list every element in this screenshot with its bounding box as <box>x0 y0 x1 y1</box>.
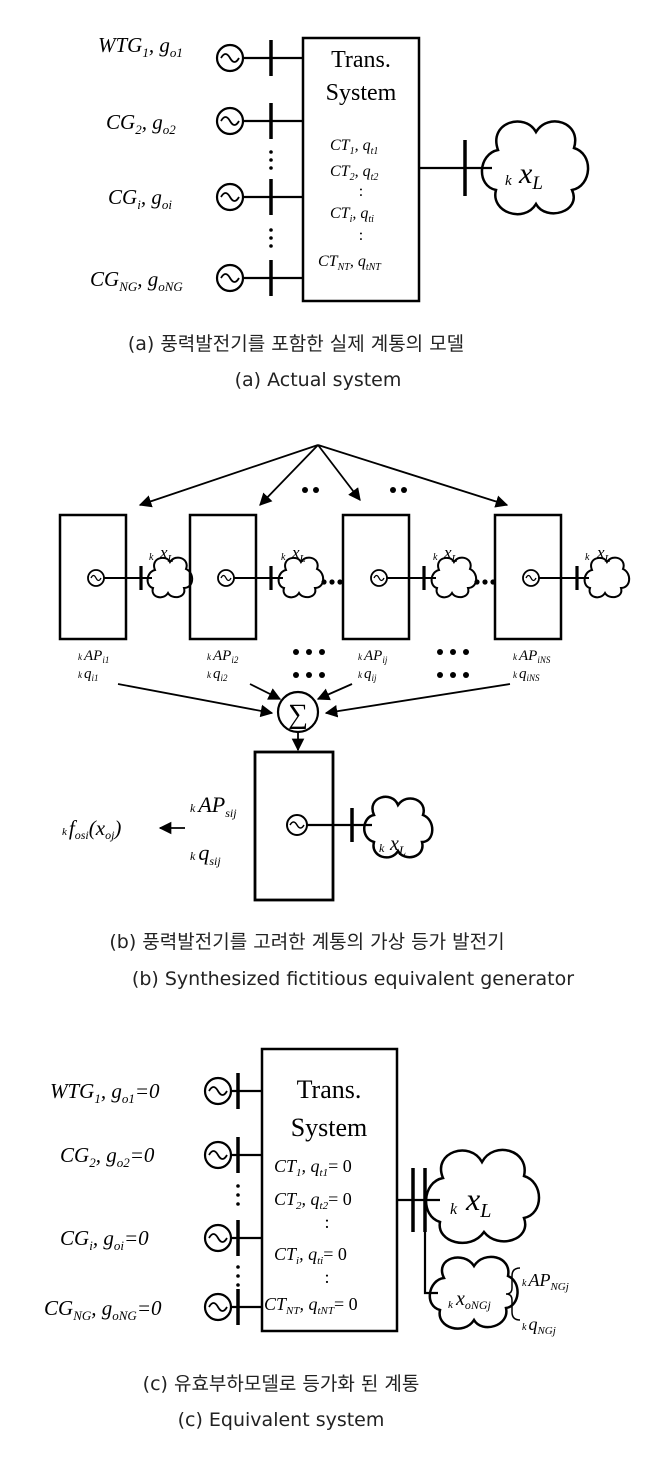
caption-a-en: (a) Actual system <box>235 369 402 391</box>
gen-label: CGi, goi=0 <box>60 1226 149 1253</box>
ct-list: CT1, qt1 CT2, qt2 : CTi, qti : CTNT, qtN… <box>318 137 382 273</box>
svg-text::: : <box>359 183 363 200</box>
load-cloud <box>424 1148 541 1244</box>
gen-label: WTG1, go1 <box>98 33 183 60</box>
caption-c-kr: (c) 유효부하모델로 등가화 된 계통 <box>143 1373 420 1395</box>
gen-row-a-2: CG2, go2 <box>106 103 303 139</box>
gen-row-c-1: WTG1, go1=0 <box>50 1073 262 1109</box>
panel-c: WTG1, go1=0 CG2, go2=0 CGi, goi=0 CGNG, … <box>44 1047 569 1431</box>
ellipsis-dots <box>269 150 273 248</box>
caption-a-kr: (a) 풍력발전기를 포함한 실제 계통의 모델 <box>128 333 464 355</box>
ct-item: CT2, qt2= 0 <box>274 1189 352 1212</box>
gen-label: CGi, goi <box>108 185 172 212</box>
gen-row-c-2: CG2, go2=0 <box>60 1137 262 1173</box>
svg-text:k: k <box>448 1299 454 1311</box>
box-title-1: Trans. <box>331 47 391 73</box>
ct-item: CT1, qt1= 0 <box>274 1156 352 1179</box>
ellipsis-dots <box>302 487 407 493</box>
ct-item: CTi, qti= 0 <box>274 1244 347 1267</box>
gen-row-a-4: CGNG, goNG <box>90 260 303 296</box>
fanout-arrows <box>138 444 509 508</box>
load-cloud <box>480 120 590 216</box>
load-cloud <box>430 556 478 599</box>
gen-row-a-1: WTG1, go1 <box>98 33 303 76</box>
load-label: xL <box>596 543 611 565</box>
eq-load-label: xoNGj <box>455 1288 492 1312</box>
load-label: xL <box>389 833 406 858</box>
load-label: xL <box>518 157 543 194</box>
trans-system-box <box>260 1047 399 1333</box>
box-title-2: System <box>291 1113 368 1142</box>
gen-row-a-3: CGi, goi <box>108 179 303 215</box>
ellipsis-dots <box>293 649 469 678</box>
panel-a: WTG1, go1 CG2, go2 CGi, goi CGNG, goNG <box>90 33 590 391</box>
gen-row-c-3: CGi, goi=0 <box>60 1220 262 1256</box>
box-title-1: Trans. <box>297 1075 362 1104</box>
ct-item: CTi, qti <box>330 205 374 225</box>
ct-item: CTNT, qtNT= 0 <box>264 1294 358 1317</box>
svg-text:k: k <box>149 552 154 563</box>
ellipsis-dots <box>236 1184 240 1287</box>
svg-text:k: k <box>433 552 438 563</box>
caption-b-kr: (b) 풍력발전기를 고려한 계통의 가상 등가 발전기 <box>109 931 504 953</box>
brace <box>505 1267 521 1321</box>
svg-text:k: k <box>450 1201 458 1218</box>
ellipsis-dots <box>321 579 343 585</box>
equivalent-unit: k xL <box>253 750 434 902</box>
svg-text::: : <box>324 1267 329 1287</box>
load-label: xL <box>291 543 306 565</box>
trans-system-box <box>301 36 421 303</box>
load-cloud <box>146 556 194 599</box>
gen-label: CG2, go2=0 <box>60 1143 155 1170</box>
ellipsis-dots <box>474 579 496 585</box>
gen-label: CG2, go2 <box>106 110 176 137</box>
load-k: k <box>505 173 512 189</box>
ct-item: CT1, qt1 <box>330 137 378 157</box>
caption-b-en: (b) Synthesized fictitious equivalent ge… <box>132 968 574 990</box>
ct-item: CT2, qt2 <box>330 163 378 183</box>
equivalent-load-cloud <box>428 1255 519 1330</box>
svg-text::: : <box>359 227 363 244</box>
svg-text:k: k <box>585 552 590 563</box>
load-label: xL <box>465 1181 491 1222</box>
sum-symbol: ∑ <box>288 699 308 730</box>
caption-c-en: (c) Equivalent system <box>178 1409 385 1431</box>
load-label: xL <box>443 543 458 565</box>
svg-text::: : <box>324 1212 329 1232</box>
ct-list: CT1, qt1= 0 CT2, qt2= 0 : CTi, qti= 0 : … <box>264 1156 358 1317</box>
f-label: kfosi(xoj) <box>62 816 121 842</box>
load-cloud <box>583 556 631 599</box>
gen-label: CGNG, goNG <box>90 267 183 294</box>
load-cloud <box>277 556 325 599</box>
load-cloud <box>363 795 434 859</box>
gen-label: WTG1, go1=0 <box>50 1079 160 1106</box>
svg-text:k: k <box>281 552 286 563</box>
gen-row-c-4: CGNG, goNG=0 <box>44 1289 262 1325</box>
ct-item: CTNT, qtNT <box>318 253 382 273</box>
sum-arrows <box>117 683 511 718</box>
box-title-2: System <box>326 80 397 106</box>
gen-label: CGNG, goNG=0 <box>44 1296 162 1323</box>
svg-text:k: k <box>379 841 385 855</box>
load-label: xL <box>159 543 174 565</box>
